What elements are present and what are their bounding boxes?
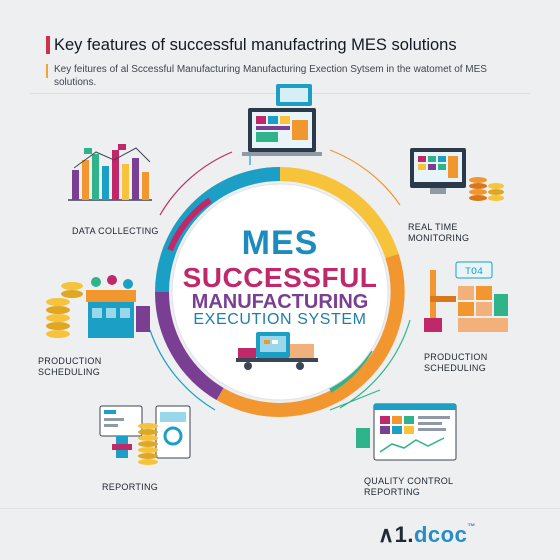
connector-top-right <box>329 149 401 206</box>
center-execution-system: EXECUTION SYSTEM <box>193 311 367 328</box>
connector-top-left <box>159 151 233 216</box>
production-factory-icon <box>46 275 150 338</box>
feature-data-collecting: DATA COLLECTING <box>72 226 159 236</box>
quality-dashboard-icon <box>356 403 457 461</box>
ring-accent-magenta <box>167 197 212 252</box>
feature-real-time-line1: REAL TIME <box>408 222 458 232</box>
logo-wordmark: dcoc <box>413 522 468 547</box>
center-mes-title: MES <box>241 224 319 262</box>
connector-qc <box>329 389 381 411</box>
title-accent-bar <box>46 36 50 54</box>
device-readout: TO4 <box>465 267 483 278</box>
feature-real-time-monitoring: REAL TIME MONITORING <box>408 222 469 244</box>
feature-quality-control-reporting: QUALITY CONTROL REPORTING <box>364 476 453 498</box>
monitor-dashboard-icon <box>242 84 322 156</box>
ring-segment-orange <box>355 253 405 384</box>
feature-real-time-line2: MONITORING <box>408 233 470 243</box>
logo-trademark: ™ <box>467 522 476 531</box>
ring-segment-orange-2 <box>216 372 365 417</box>
page-title: Key features of successful manufactring … <box>54 36 457 54</box>
center-manufacturing: MANUFACTURING <box>191 291 369 313</box>
feature-production-right-line2: SCHEDULING <box>424 363 487 373</box>
feature-production-right-line1: PRODUCTION <box>424 352 488 362</box>
feature-production-scheduling-right: PRODUCTION SCHEDULING <box>424 352 488 374</box>
connector-bottom-left <box>149 329 216 411</box>
feature-quality-line2: REPORTING <box>364 487 421 497</box>
page-subtitle: Key feitures of al Sccessful Manufacturi… <box>54 64 487 88</box>
reporting-icon <box>99 405 191 465</box>
logo-mark: ∧1. <box>378 522 414 547</box>
main-ring <box>154 167 405 417</box>
ring-segment-purple <box>154 291 224 401</box>
ring-center <box>171 183 389 401</box>
footer-divider <box>0 508 560 509</box>
feature-production-scheduling-left: PRODUCTION SCHEDULING <box>38 356 102 378</box>
center-successful: SUCCESSFUL <box>182 262 378 293</box>
robot-arm-icon: TO4 <box>424 261 508 332</box>
subtitle-accent-bar <box>46 64 48 78</box>
realtime-monitor-icon <box>410 148 504 201</box>
feature-production-left-line2: SCHEDULING <box>38 367 101 377</box>
truck-icon <box>236 332 318 370</box>
feature-production-left-line1: PRODUCTION <box>38 356 102 366</box>
feature-quality-line1: QUALITY CONTROL <box>364 476 454 486</box>
brand-logo: ∧1.dcoc™ <box>378 522 476 548</box>
bar-chart-icon <box>68 144 152 201</box>
connector-lines <box>149 115 411 411</box>
ring-segment-yellow <box>279 167 399 259</box>
feature-reporting: REPORTING <box>102 482 159 492</box>
